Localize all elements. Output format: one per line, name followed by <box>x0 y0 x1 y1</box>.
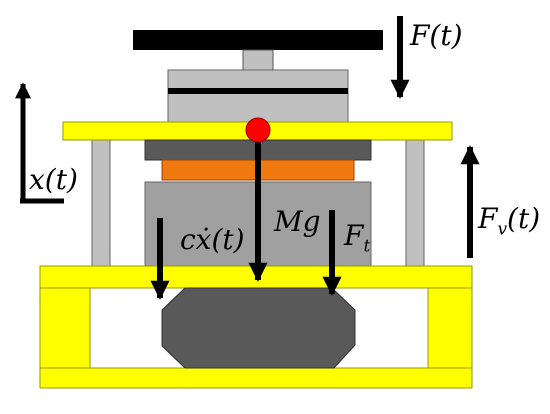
lower-frame-left <box>39 287 91 369</box>
force-v-argument: (t) <box>507 202 541 235</box>
left-post <box>91 139 111 267</box>
gravity-label: Mg <box>274 205 321 238</box>
center-of-mass-dot <box>245 117 271 143</box>
force-v-subscript: v <box>497 219 508 240</box>
force-top-label: F(t) <box>410 19 463 52</box>
lower-frame-bottom <box>39 367 473 389</box>
loading-bar <box>133 30 383 50</box>
octagon-specimen <box>161 287 356 369</box>
right-post <box>405 139 425 267</box>
force-v-label: Fv(t) <box>478 205 540 239</box>
upper-housing-band <box>168 88 348 94</box>
damping-label: cẋ(t) <box>180 223 245 256</box>
force-t-symbol: F <box>344 219 364 252</box>
force-t-subscript: t <box>363 236 371 257</box>
force-t-label: Ft <box>344 222 370 256</box>
displacement-label: x(t) <box>29 163 78 196</box>
lower-frame-right <box>427 287 473 369</box>
force-v-symbol: F <box>478 202 498 235</box>
loading-stem <box>242 49 274 73</box>
upper-housing <box>167 69 349 123</box>
